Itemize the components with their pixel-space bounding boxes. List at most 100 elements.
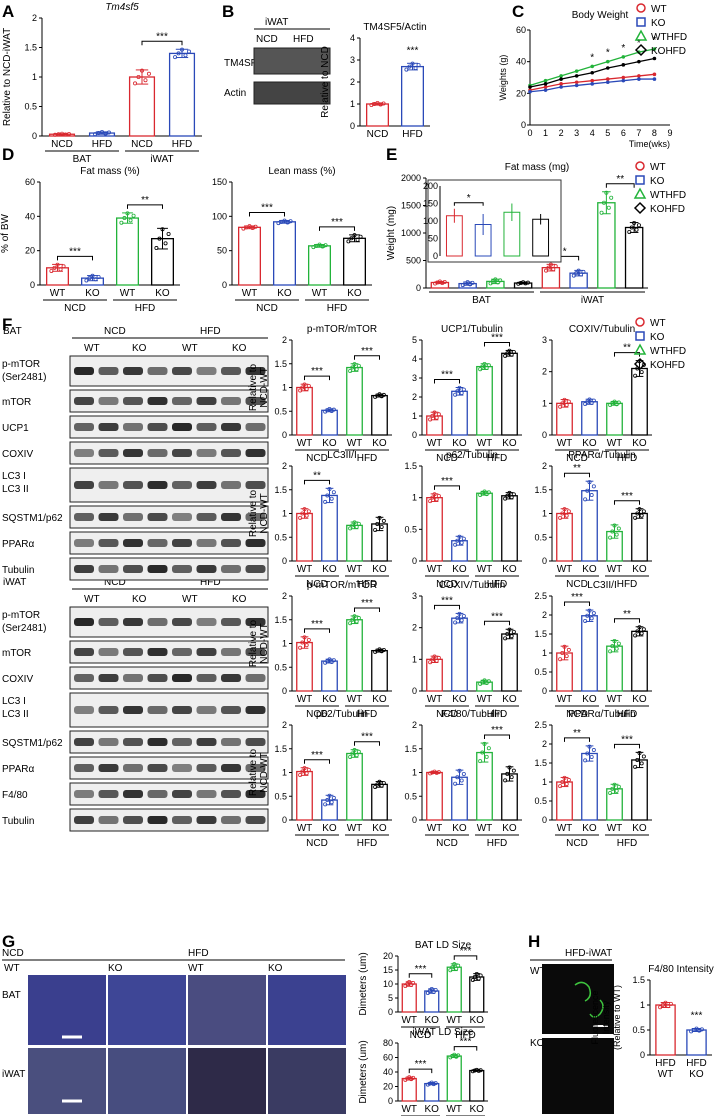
x-tick-label: WT xyxy=(477,438,493,449)
chart-title: PPARα/Tubulin xyxy=(568,450,635,461)
legend-marker xyxy=(633,201,647,215)
y-tick-label: 20 xyxy=(383,951,393,961)
data-point xyxy=(636,223,641,228)
data-point xyxy=(355,237,360,242)
group-label: iWAT xyxy=(581,295,604,306)
data-point xyxy=(505,493,510,498)
x-tick-label: HFD xyxy=(402,129,423,140)
data-point xyxy=(666,1004,671,1009)
data-point xyxy=(490,279,495,284)
y-tick-label: 0.5 xyxy=(274,662,287,672)
chart-title: p62/Tubulin xyxy=(446,450,498,461)
data-point xyxy=(614,788,619,793)
data-point xyxy=(507,490,512,495)
data-point xyxy=(551,267,556,272)
blot-band xyxy=(221,565,241,573)
data-point xyxy=(488,281,493,286)
blot-label: (Ser2481) xyxy=(2,623,46,634)
data-point xyxy=(457,768,462,773)
blot-band xyxy=(98,648,119,656)
data-point xyxy=(503,778,508,783)
series-point xyxy=(559,77,563,81)
data-point xyxy=(411,1075,416,1080)
y-tick-label: 0 xyxy=(542,686,547,696)
bar xyxy=(346,752,363,821)
data-point xyxy=(579,272,584,277)
series-point xyxy=(621,78,626,83)
y-tick-label: 2 xyxy=(282,720,287,730)
series-point xyxy=(590,78,595,83)
x-tick-label: 1 xyxy=(543,128,548,138)
blot-band xyxy=(123,790,143,798)
blot-band xyxy=(98,790,119,798)
data-point xyxy=(478,759,483,764)
blot-band xyxy=(245,816,266,824)
blot-band xyxy=(196,539,217,547)
data-point xyxy=(548,262,553,267)
y-tick-label: 0 xyxy=(521,120,526,130)
x-tick-label: KO xyxy=(452,438,467,449)
series-point xyxy=(543,82,548,86)
data-point xyxy=(139,68,144,73)
data-point xyxy=(660,1003,665,1008)
y-tick-label: 1.5 xyxy=(274,615,287,625)
significance-bracket xyxy=(605,183,635,188)
chart-title: PPARα/Tubulin xyxy=(568,709,635,720)
g-wt1: WT xyxy=(4,963,20,974)
data-point xyxy=(377,647,382,652)
blot-band xyxy=(98,423,119,431)
data-point xyxy=(87,276,92,281)
blot-band xyxy=(221,790,241,798)
blot-label: Tubulin xyxy=(2,816,34,827)
significance-label: *** xyxy=(491,332,503,343)
blot-band xyxy=(98,513,119,521)
g-bat-row-label: BAT xyxy=(2,990,21,1001)
significance-label: ** xyxy=(313,470,321,481)
data-point xyxy=(90,273,95,278)
bar xyxy=(321,660,338,692)
data-point xyxy=(612,638,617,643)
inset-y-tick-label: 150 xyxy=(423,199,438,209)
data-point xyxy=(349,236,354,241)
bar xyxy=(581,401,598,436)
blot-band xyxy=(147,397,168,405)
significance-bracket xyxy=(453,1046,478,1051)
blot-band xyxy=(147,423,168,431)
data-point xyxy=(486,746,491,751)
y-tick-label: 60 xyxy=(383,1053,393,1063)
data-point xyxy=(434,658,439,663)
data-point xyxy=(450,965,455,970)
blot-band xyxy=(147,706,168,714)
f-bat-ko1: KO xyxy=(132,343,147,354)
chart-title: LC3II/I xyxy=(327,450,356,461)
data-point xyxy=(608,649,613,654)
blot-strip xyxy=(69,730,269,754)
blot-band xyxy=(98,764,119,772)
x-tick-label: WT xyxy=(120,288,136,299)
data-point xyxy=(453,781,458,786)
data-point xyxy=(427,989,432,994)
y-tick-label: 0.5 xyxy=(24,102,37,112)
data-point xyxy=(375,101,380,106)
blot-band xyxy=(172,423,192,431)
blot-band xyxy=(221,764,241,772)
data-point xyxy=(478,1068,483,1073)
legend-marker xyxy=(636,3,646,13)
significance-bracket xyxy=(141,40,183,46)
data-point xyxy=(606,205,611,210)
bar xyxy=(365,103,389,127)
data-point xyxy=(377,515,382,520)
inset-y-tick-label: 100 xyxy=(423,216,438,226)
x-tick-label: NCD xyxy=(131,139,153,150)
group-label: HFD xyxy=(487,453,508,464)
bar xyxy=(581,752,598,821)
data-point xyxy=(614,646,619,651)
data-point xyxy=(507,765,512,770)
y-tick-label: 0 xyxy=(388,1007,393,1017)
x-tick-label: WT xyxy=(50,288,66,299)
